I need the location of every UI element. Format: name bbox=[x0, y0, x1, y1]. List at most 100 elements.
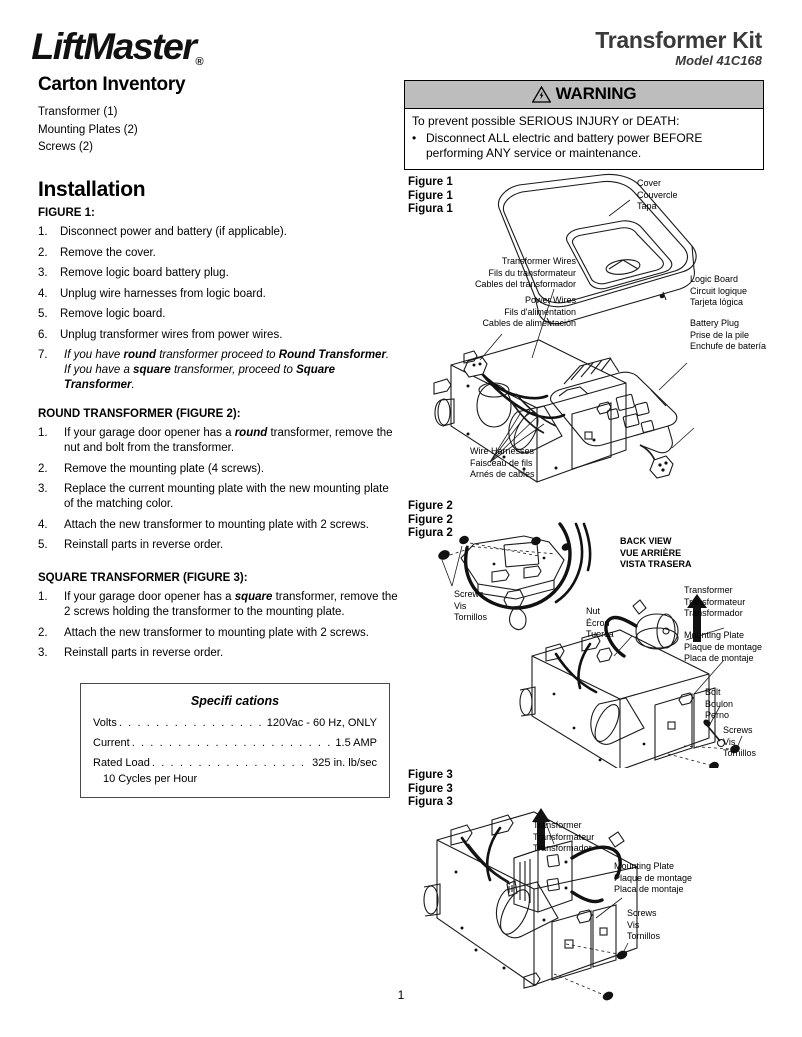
callout-nut: Nut Écrou Tuerca bbox=[586, 606, 614, 641]
page-number: 1 bbox=[397, 988, 405, 1002]
list-item: 3.Remove logic board battery plug. bbox=[38, 266, 393, 281]
leader-dots: . . . . . . . . . . . . . . . . . . . . … bbox=[151, 757, 310, 769]
list-item: 3.Replace the current mounting plate wit… bbox=[38, 482, 398, 512]
step-number: 3. bbox=[38, 267, 48, 279]
callout-line-fr: Écrou bbox=[586, 617, 610, 628]
callout-logic-board: Logic Board Circuit logique Tarjeta lógi… bbox=[690, 274, 747, 309]
txt-bold: Round Transformer bbox=[278, 349, 386, 361]
callout-mounting-plate-fig3: Mounting Plate Plaque de montage Placa d… bbox=[614, 861, 692, 896]
list-item: 4.Unplug wire harnesses from logic board… bbox=[38, 287, 393, 302]
step-text: Attach the new transformer to mounting p… bbox=[64, 626, 369, 639]
step-number: 4. bbox=[38, 518, 48, 531]
figure-label-es: Figura 2 bbox=[408, 527, 453, 539]
warning-header: WARNING bbox=[405, 81, 763, 109]
carton-inventory-title: Carton Inventory bbox=[38, 74, 186, 95]
callout-line-en: Wire Harnesses bbox=[470, 446, 535, 456]
warning-triangle-icon bbox=[531, 85, 551, 103]
list-item: 7. If you have round transformer proceed… bbox=[38, 348, 393, 393]
callout-line-es: Transformador bbox=[533, 843, 592, 853]
txt: If your garage door opener has a bbox=[64, 427, 235, 439]
callout-line-fr: Fils d'alimentation bbox=[504, 306, 576, 317]
list-item: 6.Unplug transformer wires from power wi… bbox=[38, 328, 393, 343]
callout-line-en: Mounting Plate bbox=[614, 861, 675, 871]
list-item: Transformer (1) bbox=[38, 106, 118, 118]
txt: transformer, remove the nut and bolt fro… bbox=[64, 427, 393, 454]
callout-line-es: Arnés de cables bbox=[470, 469, 535, 479]
spec-value: 325 in. lb/sec bbox=[312, 757, 377, 769]
bullet-marker: • bbox=[412, 131, 417, 145]
callout-line-en: Bolt bbox=[705, 687, 721, 697]
callout-line-fr: VUE ARRIÈRE bbox=[620, 547, 682, 558]
list-item: 4.Attach the new transformer to mounting… bbox=[38, 518, 398, 533]
square-transformer-steps: 1.If your garage door opener has a squar… bbox=[38, 590, 398, 667]
figure3-illustration bbox=[404, 800, 802, 1010]
spec-label: Current bbox=[93, 737, 130, 749]
step-number: 5. bbox=[38, 539, 48, 551]
step-number: 2. bbox=[38, 626, 48, 639]
txt-bold: round bbox=[123, 349, 157, 361]
txt-bold: square bbox=[133, 364, 171, 376]
step-text: Remove logic board. bbox=[60, 308, 166, 320]
list-item: 1.If your garage door opener has a squar… bbox=[38, 590, 398, 620]
callout-transformer-fig2: Transformer Transformateur Transformador bbox=[684, 585, 745, 620]
step-text: If your garage door opener has a round t… bbox=[64, 427, 393, 454]
callout-line-en: Power Wires bbox=[524, 295, 576, 305]
callout-line-fr: Transformateur bbox=[684, 596, 746, 607]
kit-title: Transformer Kit bbox=[595, 27, 762, 53]
txt: transformer, proceed to bbox=[170, 364, 297, 376]
figure1-illustration bbox=[404, 168, 802, 498]
callout-screws-fig2: Screws Vis Tornillos bbox=[454, 589, 487, 624]
warning-box: WARNING To prevent possible SERIOUS INJU… bbox=[404, 80, 764, 170]
callout-line-fr: Couvercle bbox=[637, 189, 678, 200]
figure-label-en: Figure 2 bbox=[408, 500, 453, 512]
step-number: 1. bbox=[38, 427, 48, 439]
callout-line-en: Screws bbox=[454, 589, 484, 599]
step-number: 2. bbox=[38, 462, 48, 475]
step-text: Reinstall parts in reverse order. bbox=[64, 539, 224, 551]
callout-line-en: Nut bbox=[586, 606, 601, 616]
spec-row: Volts . . . . . . . . . . . . . . . . . … bbox=[93, 717, 377, 729]
leader-dots: . . . . . . . . . . . . . . . . . . . . … bbox=[118, 717, 265, 729]
callout-cover: Cover Couvercle Tapa bbox=[637, 178, 678, 213]
figure-label-fr: Figure 1 bbox=[408, 189, 453, 202]
callout-line-en: Mounting Plate bbox=[684, 630, 745, 640]
callout-line-es: VISTA TRASERA bbox=[620, 559, 692, 569]
list-item: 3.Reinstall parts in reverse order. bbox=[38, 646, 398, 661]
callout-line-fr: Vis bbox=[723, 736, 736, 747]
callout-line-fr: Plaque de montage bbox=[614, 872, 693, 883]
list-item: Mounting Plates (2) bbox=[38, 123, 138, 136]
spec-value: 1.5 AMP bbox=[335, 737, 377, 749]
callout-back-view: BACK VIEW VUE ARRIÈRE VISTA TRASERA bbox=[620, 536, 692, 571]
callout-wire-harnesses: Wire Harnesses Faisceau de fils Arnés de… bbox=[470, 446, 535, 481]
callout-line-fr: Boulon bbox=[705, 698, 734, 709]
step-number: 3. bbox=[38, 483, 48, 495]
liftmaster-logo: LiftMaster® bbox=[31, 26, 203, 68]
callout-line-fr: Circuit logique bbox=[690, 285, 748, 296]
spec-label: Rated Load bbox=[93, 757, 150, 769]
callout-line-es: Cables del transformador bbox=[474, 279, 576, 289]
figure-label-fr: Figure 3 bbox=[408, 782, 453, 795]
figure2-illustration bbox=[404, 498, 802, 768]
step-text: Unplug wire harnesses from logic board. bbox=[60, 287, 266, 300]
callout-line-es: Placa de montaje bbox=[684, 653, 754, 663]
list-item: 1.Disconnect power and battery (if appli… bbox=[38, 225, 393, 240]
callout-line-es: Enchufe de batería bbox=[690, 341, 767, 351]
figure2-label: Figure 2 Figure 2 Figura 2 bbox=[408, 500, 453, 541]
callout-line-en: Transformer bbox=[533, 820, 582, 830]
txt: . If you have a bbox=[64, 349, 390, 376]
callout-line-fr: Fils du transformateur bbox=[488, 267, 576, 278]
txt: . bbox=[131, 379, 135, 391]
kit-model: Model 41C168 bbox=[675, 53, 762, 68]
figure3-label: Figure 3 Figure 3 Figura 3 bbox=[408, 769, 453, 810]
list-item: 5. Reinstall parts in reverse order. bbox=[38, 538, 398, 553]
warning-bullet-text: Disconnect ALL electric and battery powe… bbox=[426, 131, 703, 160]
callout-transformer-wires: Transformer Wires Fils du transformateur… bbox=[464, 256, 576, 291]
round-transformer-heading: ROUND TRANSFORMER (FIGURE 2): bbox=[38, 408, 241, 420]
callout-line-fr: Vis bbox=[454, 600, 467, 611]
step-text: If you have round transformer proceed to… bbox=[64, 349, 389, 391]
callout-line-es: Tuerca bbox=[586, 629, 614, 639]
callout-line-fr: Plaque de montage bbox=[684, 641, 763, 652]
txt: If you have bbox=[64, 349, 124, 361]
step-number: 6. bbox=[38, 328, 48, 341]
carton-inventory-list: Transformer (1) Mounting Plates (2) Scre… bbox=[38, 104, 138, 157]
